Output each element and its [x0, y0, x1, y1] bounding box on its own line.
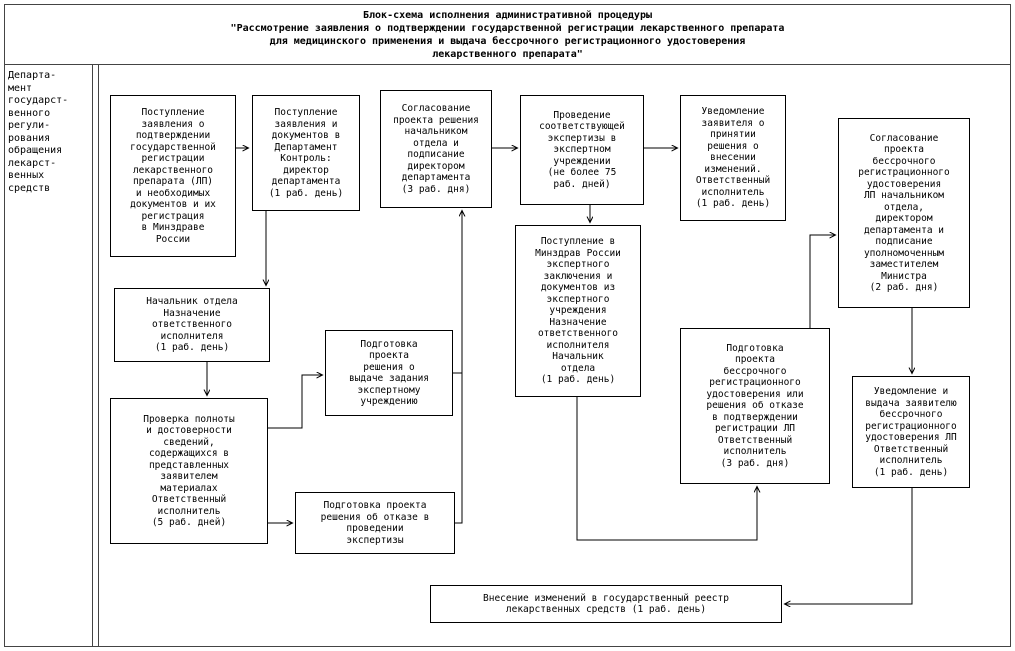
step-data-verification: Проверка полноты и достоверности сведени…	[110, 398, 268, 544]
step-application-receipt: Поступление заявления о подтверждении го…	[110, 95, 236, 257]
step-certificate-approval: Согласование проекта бессрочного регистр…	[838, 118, 970, 308]
step-decision-approval: Согласование проекта решения начальником…	[380, 90, 492, 208]
step-executor-assignment: Начальник отдела Назначение ответственно…	[114, 288, 270, 362]
outer-border	[4, 4, 1011, 647]
step-register-update: Внесение изменений в государственный рее…	[430, 585, 782, 623]
step-expertise-refusal-draft: Подготовка проекта решения об отказе в п…	[295, 492, 455, 554]
lane-divider	[92, 64, 93, 646]
step-certificate-issuance: Уведомление и выдача заявителю бессрочно…	[852, 376, 970, 488]
lane-divider-inner	[98, 64, 99, 646]
step-expert-conclusion-receipt: Поступление в Минздрав России экспертног…	[515, 225, 641, 397]
step-expertise-task-draft: Подготовка проекта решения о выдаче зада…	[325, 330, 453, 416]
step-certificate-draft: Подготовка проекта бессрочного регистрац…	[680, 328, 830, 484]
diagram-title: Блок-схема исполнения административной п…	[5, 5, 1010, 65]
step-department-receipt: Поступление заявления и документов в Деп…	[252, 95, 360, 211]
step-applicant-notification: Уведомление заявителя о принятии решения…	[680, 95, 786, 221]
department-lane-label: Департа- мент государст- венного регули-…	[8, 70, 69, 194]
step-expertise: Проведение соответствующей экспертизы в …	[520, 95, 644, 205]
